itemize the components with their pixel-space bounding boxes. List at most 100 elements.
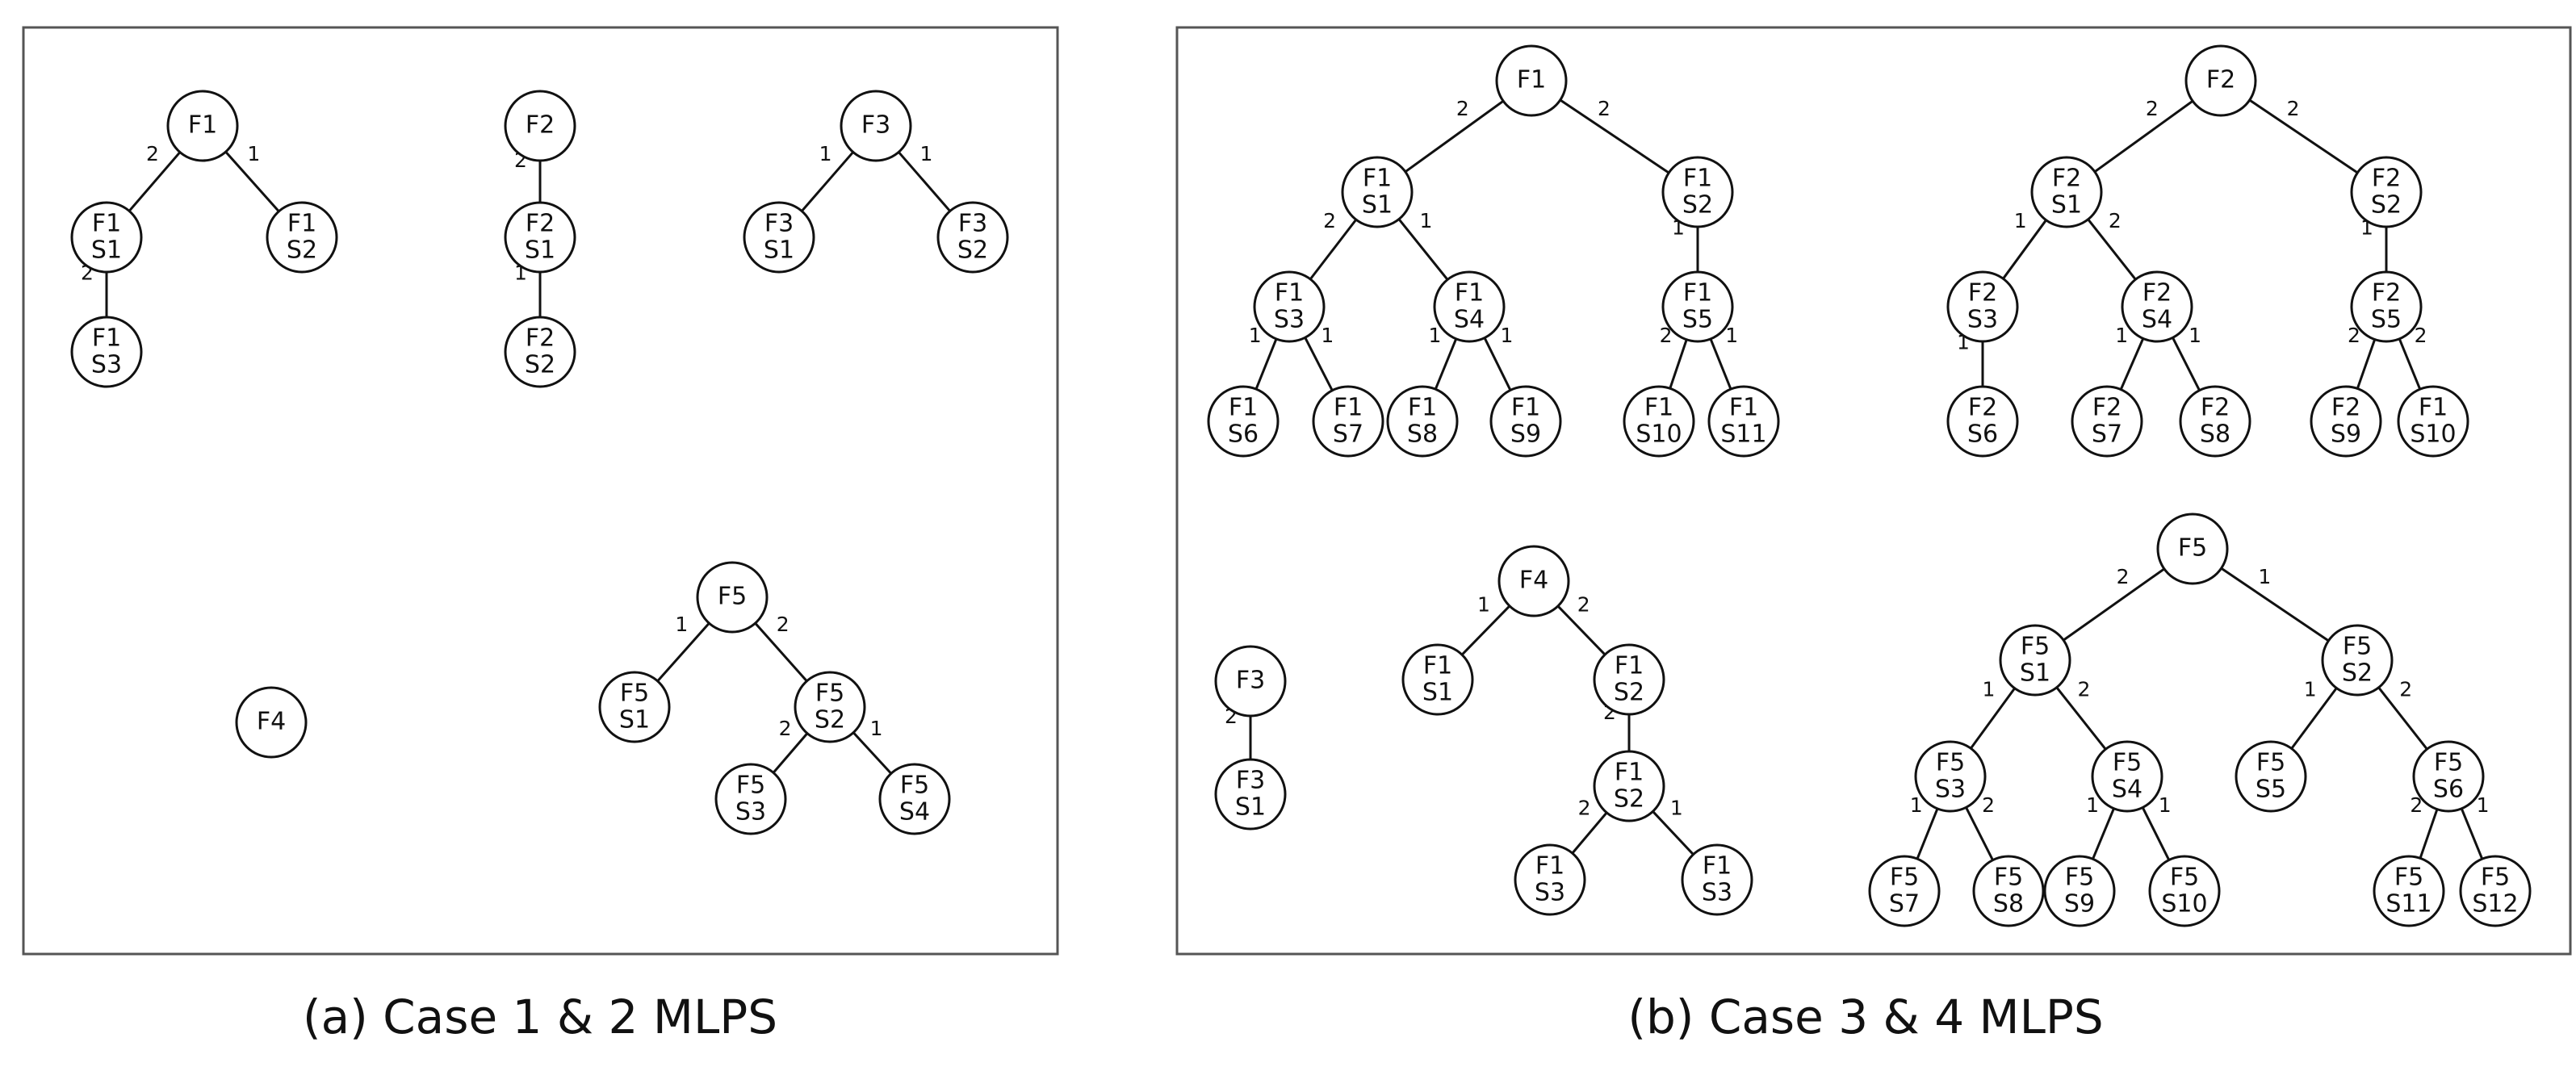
edge-weight-label: 1 <box>1500 324 1513 347</box>
edge-a_f3-a_f3s1 <box>801 151 854 212</box>
edge-a_f1-a_f1s1 <box>128 151 182 212</box>
edge-weight-label: 2 <box>2399 678 2412 701</box>
node-b_f2: F2 <box>2184 44 2257 117</box>
node-label-line1: F5 <box>736 772 765 800</box>
edge-weight-label: 2 <box>2348 324 2360 347</box>
edge-b_f5s1-b_f5s3 <box>1970 687 2016 750</box>
node-label-line2: S3 <box>1702 879 1732 907</box>
edge-b_f2s5-b_f2s9 <box>2356 339 2377 389</box>
node-label-line1: F3 <box>1236 667 1265 695</box>
node-circle <box>166 90 239 162</box>
node-label-line1: F2 <box>2052 165 2081 193</box>
edge-b_f1s1-b_f1s4 <box>1397 218 1449 281</box>
edge-a_f5s2-a_f5s3 <box>772 732 809 774</box>
node-circle <box>1341 156 1414 228</box>
node-label-line1: F1 <box>1615 652 1644 680</box>
edge-weight-label: 2 <box>1660 324 1673 347</box>
edge-weight-label: 2 <box>1982 793 1995 817</box>
node-circle <box>743 201 815 274</box>
node-circle <box>2148 855 2221 927</box>
edge-a_f5-a_f5s2 <box>754 622 808 682</box>
node-label-line2: S2 <box>957 236 988 265</box>
node-label-line2: S11 <box>1720 421 1766 449</box>
node-label-line2: S7 <box>1889 890 1920 918</box>
node-circle <box>266 201 338 274</box>
node-a_f1: F1 <box>166 90 239 162</box>
node-label-line1: F2 <box>1968 279 1997 308</box>
node-label-line2: S7 <box>1333 421 1363 449</box>
edge-weight-label: 2 <box>777 613 790 636</box>
node-circle <box>2350 270 2423 343</box>
edge-b_f4-b_f4_f1s2a <box>1556 605 1606 656</box>
node-label-line1: F1 <box>1683 165 1712 193</box>
node-circle <box>2321 624 2394 697</box>
node-label-line1: F1 <box>92 324 121 353</box>
edge-weight-label: 2 <box>1323 209 1336 232</box>
edge-weight-label: 1 <box>1420 209 1433 232</box>
edge-weight-label: 2 <box>1578 797 1591 820</box>
edge-b_f1s3-b_f1s6 <box>1254 338 1278 390</box>
node-label-line1: F1 <box>1703 852 1732 881</box>
edge-weight-label: 1 <box>1670 797 1683 820</box>
edge-weight-label: 1 <box>1477 593 1490 617</box>
node-label-line1: F2 <box>2201 394 2230 422</box>
edge-b_f1s1-b_f1s3 <box>1309 219 1358 280</box>
node-label-line2: S8 <box>1993 890 2024 918</box>
edge-weight-label: 1 <box>919 142 932 165</box>
node-circle <box>2350 156 2423 228</box>
edge-weight-label: 1 <box>2304 678 2317 701</box>
edge-b_f5s2-b_f5s5 <box>2290 687 2338 750</box>
node-label-line2: S3 <box>735 798 766 826</box>
node-label-line2: S3 <box>1535 879 1565 907</box>
edges-layer <box>105 98 2484 861</box>
node-circle <box>1214 758 1287 831</box>
node-label-line2: S1 <box>619 706 650 734</box>
node-label-line2: S6 <box>1967 421 1998 449</box>
edge-weight-label: 1 <box>2115 324 2128 347</box>
edge-b_f4-b_f4_f1s1 <box>1460 605 1511 656</box>
node-label-line2: S2 <box>1614 785 1644 814</box>
node-label-line2: S10 <box>2161 890 2207 918</box>
edge-b_f1s5-b_f1s11 <box>1709 338 1732 390</box>
node-label-line1: F2 <box>526 324 555 353</box>
node-circle <box>1253 270 1326 343</box>
node-label-line2: S10 <box>2410 421 2456 449</box>
node-label-line1: F5 <box>2343 633 2372 661</box>
node-circle <box>2412 740 2485 813</box>
node-label-line1: F1 <box>1423 652 1452 680</box>
edge-b_f1-b_f1s2 <box>1559 98 1670 174</box>
edge-b_f4_f1s2b-b_f4_f1s3b <box>1652 810 1694 856</box>
node-label-line2: S1 <box>1422 679 1453 707</box>
edge-b_f5-b_f5s1 <box>2063 567 2165 642</box>
node-label-line1: F2 <box>526 111 555 140</box>
node-circle <box>1946 270 2019 343</box>
node-circle <box>2071 385 2143 458</box>
node-circle <box>1868 855 1941 927</box>
node-circle <box>2043 855 2116 927</box>
edge-weight-label: 1 <box>2258 565 2271 588</box>
node-circle <box>2179 385 2251 458</box>
node-circle <box>2235 740 2307 813</box>
node-circle <box>1972 855 2045 927</box>
node-label-line1: F2 <box>2331 394 2360 422</box>
edge-weight-label: 2 <box>2109 209 2122 232</box>
node-label-line1: F4 <box>257 708 286 736</box>
